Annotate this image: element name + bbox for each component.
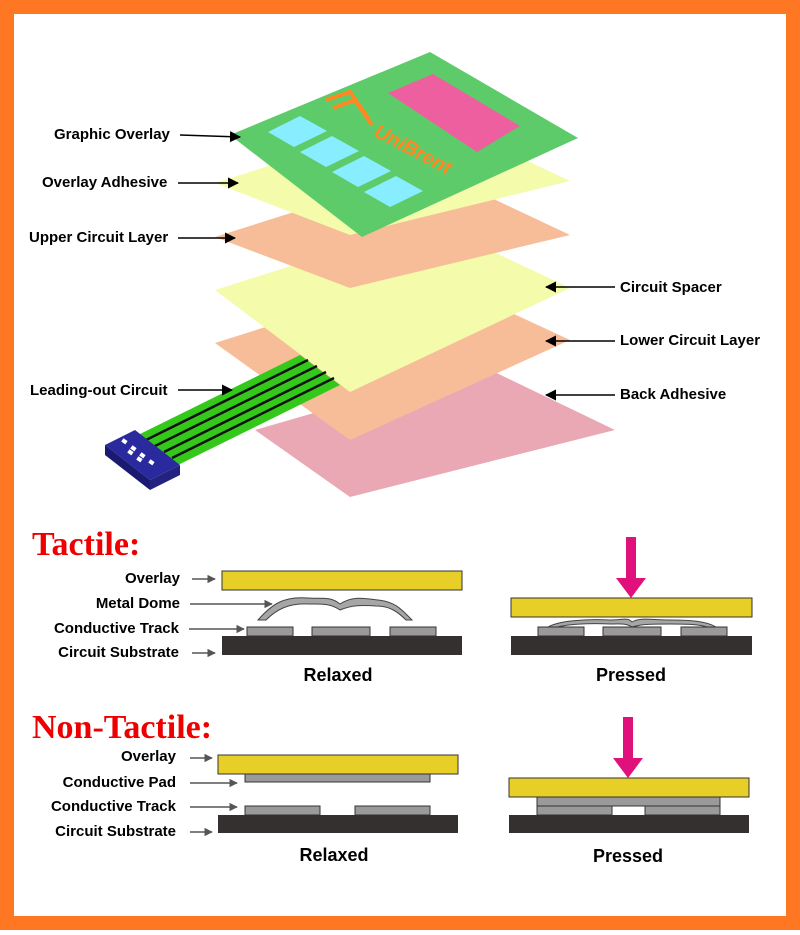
non-tactile-pressed-label: Pressed: [593, 846, 663, 866]
non-tactile-pressed-pad: [536, 796, 721, 807]
label-leading-out: Leading-out Circuit: [30, 382, 168, 399]
tactile-relaxed-label: Relaxed: [303, 665, 372, 685]
tail-connector: [105, 430, 180, 490]
graphic-overlay-layer: [230, 52, 578, 237]
tactile-section: Tactile: Overlay Metal Dome Conductive T…: [32, 526, 753, 685]
tactile-relaxed-dome: [256, 597, 414, 621]
non-tactile-relaxed-track-1: [244, 805, 321, 816]
non-tactile-label-overlay: Overlay: [121, 748, 177, 765]
tactile-heading: Tactile:: [32, 526, 140, 563]
label-graphic-overlay: Graphic Overlay: [54, 126, 171, 143]
key-window-2: [300, 136, 359, 167]
non-tactile-relaxed-pad: [244, 773, 431, 783]
non-tactile-label-conductive-track: Conductive Track: [51, 798, 177, 815]
non-tactile-label-circuit-substrate: Circuit Substrate: [55, 823, 176, 840]
non-tactile-relaxed-diagram: Relaxed: [217, 754, 459, 865]
tactile-relaxed-diagram: Relaxed: [221, 570, 463, 685]
label-circuit-spacer: Circuit Spacer: [620, 279, 722, 296]
tail-traces: [145, 358, 335, 460]
tactile-press-arrowhead: [616, 578, 646, 598]
non-tactile-relaxed-track-2: [354, 805, 431, 816]
tactile-relaxed-track-3: [389, 626, 437, 637]
non-tactile-pressed-substrate: [509, 815, 749, 833]
tactile-pressed-label: Pressed: [596, 665, 666, 685]
label-upper-circuit: Upper Circuit Layer: [29, 229, 168, 246]
key-window-4: [364, 176, 423, 207]
non-tactile-pressed-diagram: Pressed: [508, 717, 750, 866]
tactile-pressed-overlay: [510, 597, 753, 618]
key-window-1: [268, 116, 327, 147]
tactile-relaxed-overlay: [221, 570, 463, 591]
non-tactile-heading: Non-Tactile:: [32, 709, 212, 746]
non-tactile-pressed-overlay: [508, 777, 750, 798]
non-tactile-section: Non-Tactile: Overlay Conductive Pad Cond…: [32, 709, 750, 866]
tactile-relaxed-substrate: [222, 636, 462, 655]
tactile-pressed-track-2: [602, 626, 662, 637]
non-tactile-pressed-track-1: [536, 805, 613, 816]
non-tactile-press-arrowhead: [613, 758, 643, 778]
non-tactile-relaxed-substrate: [218, 815, 458, 833]
logo-mark: [325, 89, 374, 127]
tactile-label-overlay: Overlay: [125, 570, 181, 587]
display-window: [388, 74, 520, 152]
tactile-relaxed-track-1: [246, 626, 294, 637]
leading-out-circuit-tail: [138, 355, 340, 465]
non-tactile-press-arrow-shaft: [623, 717, 633, 759]
non-tactile-pressed-track-2: [644, 805, 721, 816]
tactile-pressed-track-1: [537, 626, 585, 637]
arrow-graphic-overlay: [179, 131, 242, 143]
non-tactile-relaxed-label: Relaxed: [299, 845, 368, 865]
tactile-label-circuit-substrate: Circuit Substrate: [58, 644, 179, 661]
key-window-3: [332, 156, 391, 187]
label-lower-circuit: Lower Circuit Layer: [620, 332, 760, 349]
label-overlay-adhesive: Overlay Adhesive: [42, 174, 167, 191]
label-back-adhesive: Back Adhesive: [620, 386, 726, 403]
non-tactile-relaxed-overlay: [217, 754, 459, 775]
back-adhesive-layer: [255, 365, 615, 497]
tactile-press-arrow-shaft: [626, 537, 636, 579]
tactile-label-metal-dome: Metal Dome: [96, 595, 180, 612]
exploded-layer-stack: UniBrent Graphic Overlay Overlay Adhesiv…: [29, 52, 760, 497]
tactile-pressed-track-3: [680, 626, 728, 637]
tactile-pressed-diagram: Pressed: [510, 537, 753, 685]
tactile-relaxed-track-2: [311, 626, 371, 637]
tactile-pressed-substrate: [511, 636, 752, 655]
non-tactile-label-conductive-pad: Conductive Pad: [63, 774, 176, 791]
tactile-label-conductive-track: Conductive Track: [54, 620, 180, 637]
